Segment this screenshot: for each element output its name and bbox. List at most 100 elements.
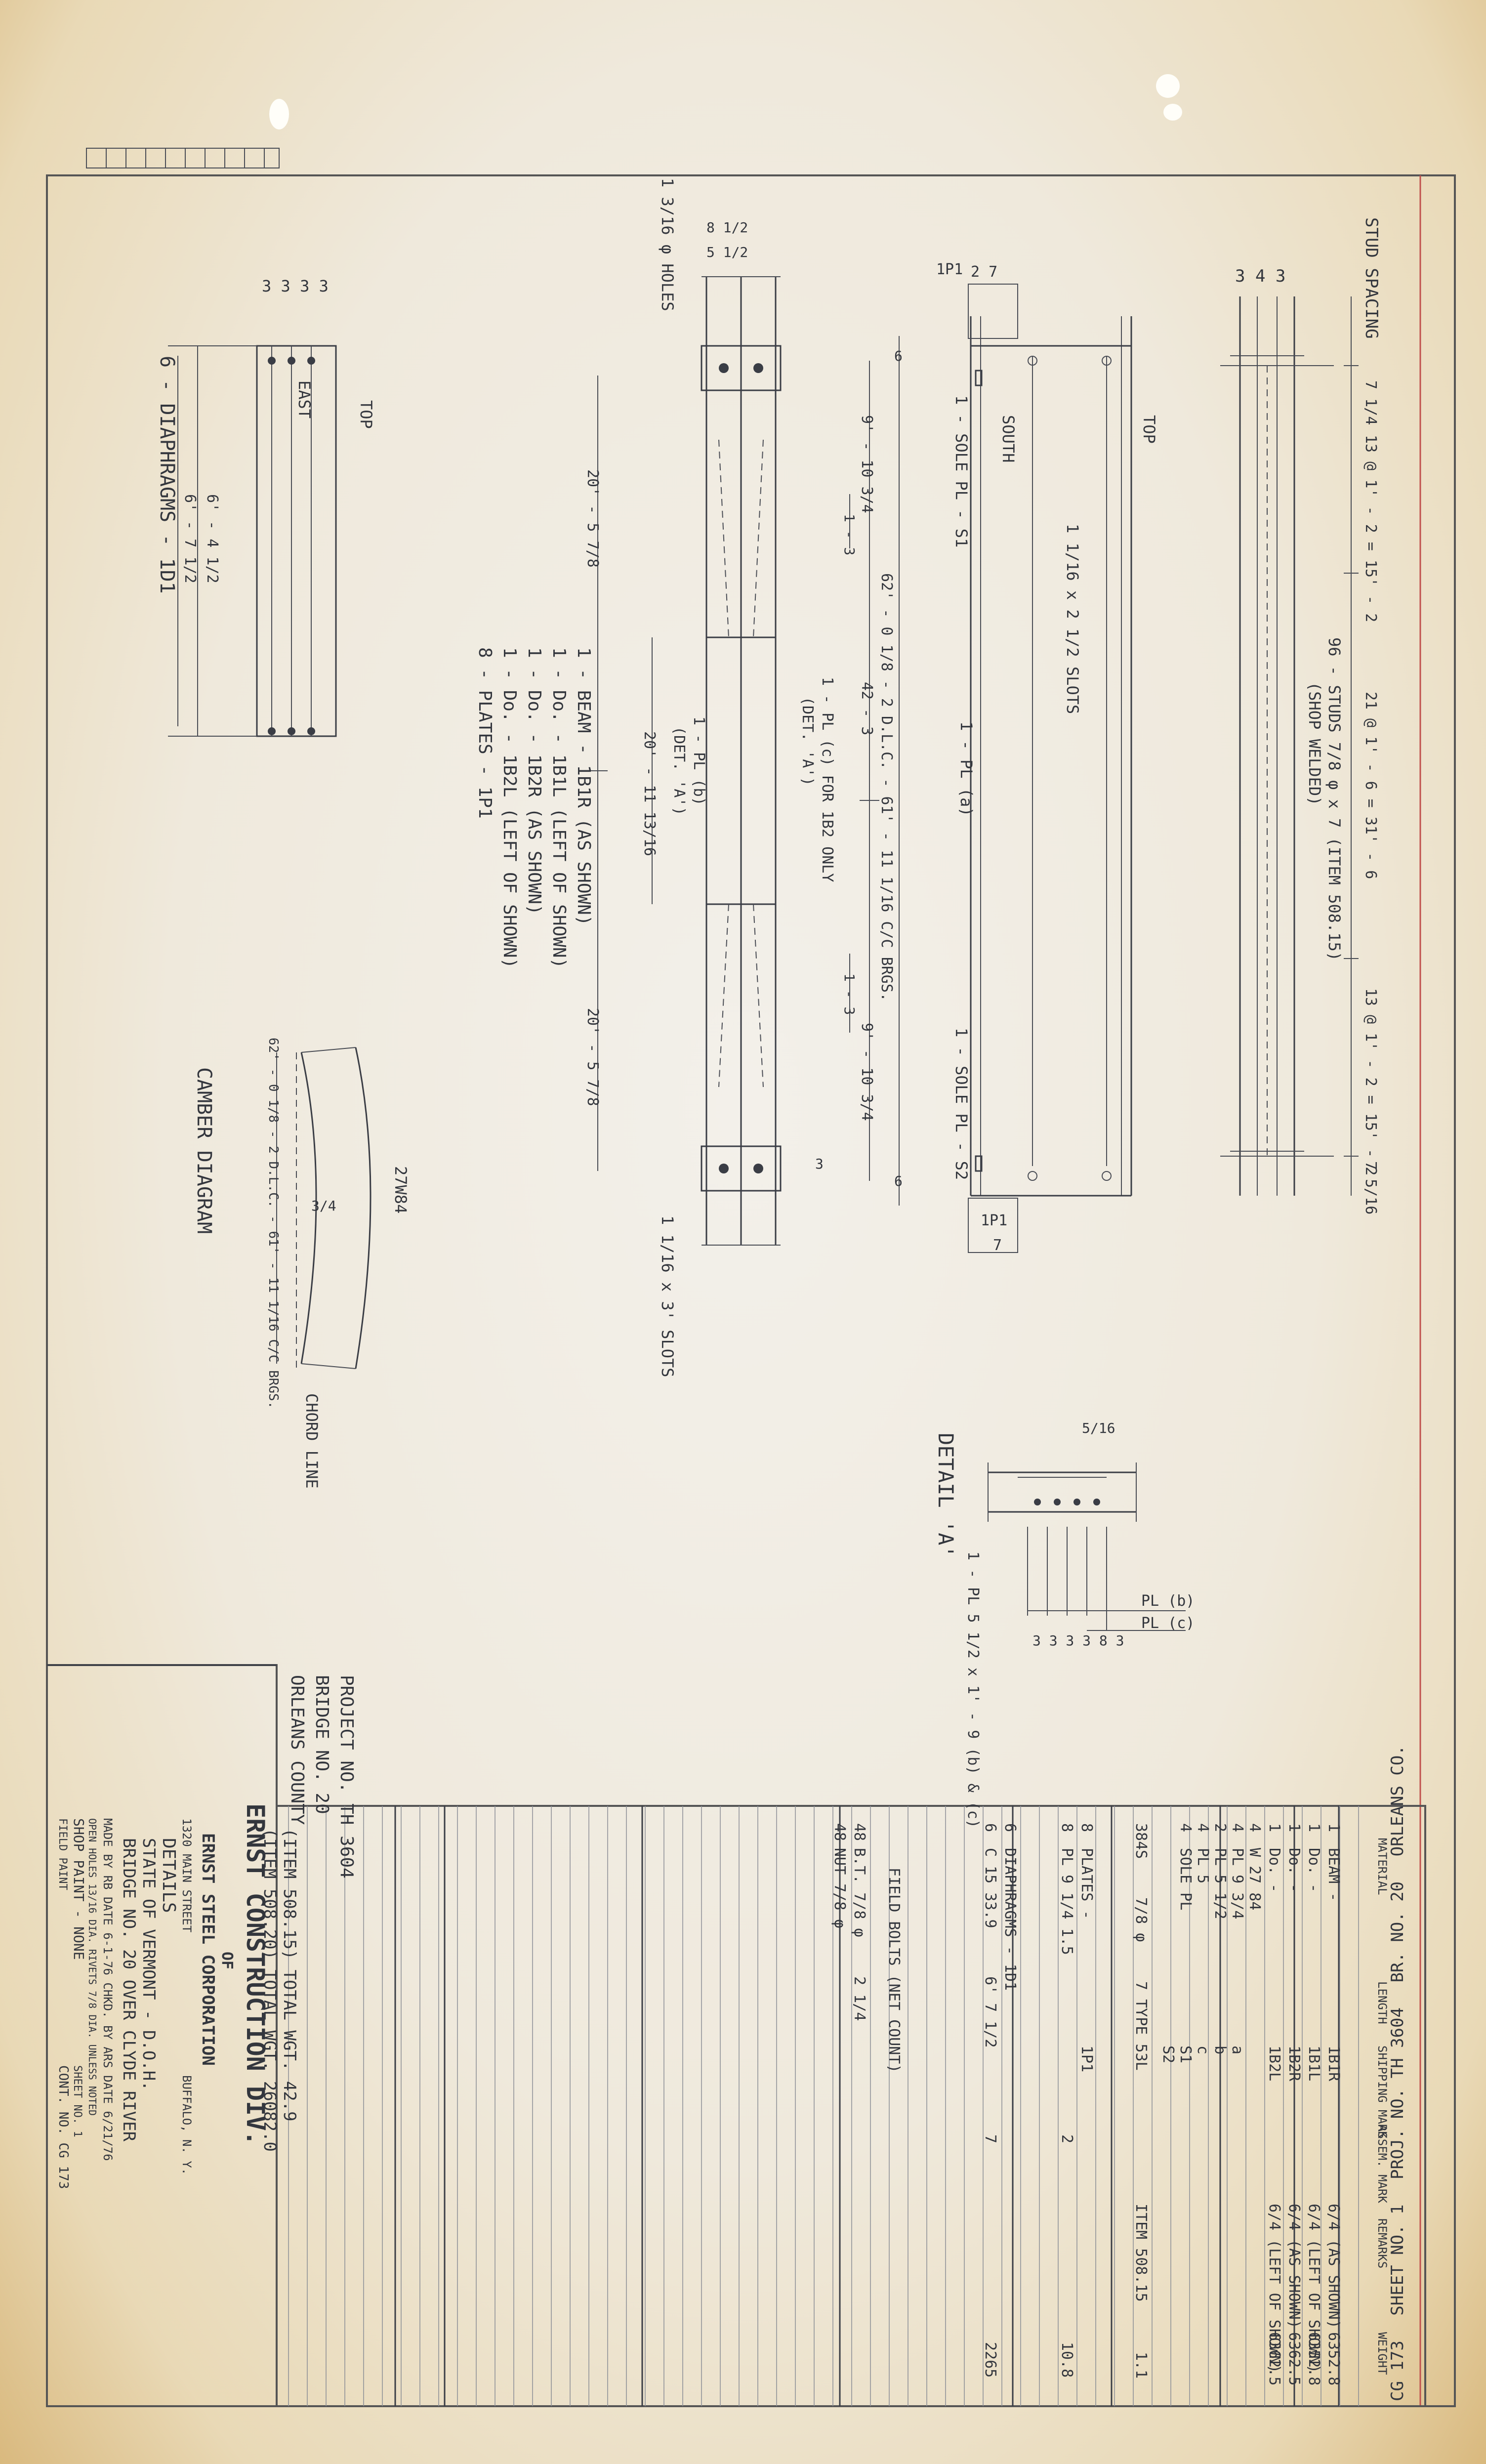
table-row: 1 Do. - 1B2R 6/4 (AS SHOWN) 6362.5 [1285, 1823, 1303, 2385]
flange-dims: 3 4 3 [1235, 266, 1285, 286]
company-address: 1320 MAIN STREET [180, 1818, 194, 1932]
row-remark: 2 [1058, 2134, 1075, 2143]
row-desc: PL 5 1/2 [1211, 1848, 1229, 1920]
row-remark: 6/4 (LEFT OF SHOWN) [1266, 2204, 1283, 2373]
detail-a-note: 1 - PL 5 1/2 x 1' - 9 (b) & (c) [964, 1551, 982, 1828]
row-qty: 1 [1325, 1823, 1342, 1832]
studs-note: 96 - STUDS 7/8 φ x 7 (ITEM 508.15) [1325, 637, 1344, 961]
row-remark: 6/4 (AS SHOWN) [1285, 2204, 1303, 2329]
table-row: 2 PL 5 1/2 b [1211, 1823, 1229, 2054]
row-desc: PL 9 1/4 1.5 [1058, 1848, 1075, 1955]
row-mark: 1B2L [1266, 2046, 1283, 2081]
table-row: 1 BEAM - 1B1R 6/4 (AS SHOWN) 6352.8 [1325, 1823, 1342, 2385]
bill-col-header: REMARKS [1375, 2218, 1389, 2268]
row-desc: PL 9 3/4 [1229, 1848, 1246, 1920]
dim-6-top: 6 [894, 348, 903, 364]
row-weight: 10.8 [1058, 2342, 1075, 2378]
dim-2-7: 2 7 [971, 263, 997, 281]
punch-hole [1156, 74, 1180, 98]
header-proj-no: PROJ. NO. TH 3604 [1388, 2007, 1407, 2179]
shop-welded-note: (SHOP WELDED) [1305, 682, 1324, 805]
row-desc: Do. - [1305, 1848, 1322, 1892]
company-name: ERNST CONSTRUCTION DIV. [241, 1803, 270, 2145]
row-qty: 6 [982, 1823, 999, 1832]
punch-hole [1163, 104, 1182, 121]
pl-b-note: 1 - PL (b) [690, 716, 707, 806]
header-sheet-no: SHEET NO. 1 [1388, 2205, 1407, 2316]
elevation-dimensions [860, 336, 900, 1206]
pl-a-label: 1 - PL (a) [957, 721, 976, 817]
sole-s1-label: 1 - SOLE PL - S1 [952, 395, 971, 547]
bill-total-1: (ITEM 508.15) TOTAL WGT. 42.9 [280, 1828, 299, 2122]
row-desc: NUT 7/8 φ [831, 1848, 848, 1928]
field-paint-line: FIELD PAINT [56, 1818, 69, 1890]
beam-marks-list: 1 - BEAM - 1B1R (AS SHOWN) 1 - Do. - 1B1… [475, 647, 594, 968]
row-remark: 6/4 (LEFT OF SHOWN) [1305, 2204, 1322, 2373]
pl-c-note: 1 - PL (c) FOR 1B2 ONLY [819, 677, 836, 882]
title-block: ERNST CONSTRUCTION DIV. OF ERNST STEEL C… [56, 1803, 270, 2189]
dim-1-3-top: 1 - 3 [841, 514, 858, 555]
row-weight: 6352.8 [1325, 2332, 1342, 2385]
south-label: SOUTH [999, 415, 1018, 462]
bill-col-header: ASSEM. MARK [1375, 2125, 1389, 2203]
stud-dim-4: 13 @ 1' - 2 = 15' - 2 [1362, 988, 1379, 1175]
mark-item: 1 - Do. - 1B2L (LEFT OF SHOWN) [499, 647, 520, 968]
slots-top-label: 1 1/16 x 2 1/2 SLOTS [1063, 524, 1082, 714]
row-qty: 4 [1177, 1823, 1194, 1832]
pl-b-detail: (DET. 'A') [670, 726, 688, 816]
dim-1-3-bottom: 1 - 3 [841, 973, 858, 1015]
slots-bottom-note: 1 1/16 x 3' SLOTS [658, 1215, 677, 1378]
bill-col-header: MATERIAL [1375, 1838, 1389, 1895]
table-row: 1 Do. - 1B1L 6/4 (LEFT OF SHOWN) 6352.8 [1305, 1823, 1322, 2385]
bill-rules [288, 1806, 1359, 2406]
table-row: 8 PL 9 1/4 1.5 2 10.8 [1058, 1823, 1075, 2378]
camber-value: 3/4 [311, 1198, 336, 1214]
table-row: 48 B.T. 7/8 φ 2 1/4 [851, 1823, 868, 2021]
sheet-no-line: SHEET NO. 1 [71, 2065, 83, 2137]
job-line-2: BRIDGE NO. 20 OVER CLYDE RIVER [119, 1838, 139, 2142]
shop-paint-line: SHOP PAINT - NONE [71, 1818, 87, 1960]
dim-5-1-2: 5 1/2 [706, 244, 748, 260]
row-desc: 7/8 φ [1132, 1897, 1150, 1942]
table-row: 8 PLATES - 1P1 [1078, 1823, 1095, 2072]
table-row: 4 PL 5 c [1194, 1823, 1211, 2054]
made-by-line: MADE BY RB DATE 6-1-76 CHKD. BY ARS DATE… [101, 1818, 115, 2161]
dim-6-bottom: 6 [894, 1173, 903, 1189]
stud-dim-1: 7 1/4 [1362, 380, 1379, 425]
stud-spacing-label: STUD SPACING [1362, 217, 1381, 339]
row-desc: FIELD BOLTS (NET COUNT) [885, 1868, 903, 2073]
dim-half-bottom: 20' - 5 7/8 [584, 1008, 601, 1106]
detail-a-weld: 5/16 [1082, 1420, 1115, 1436]
row-mark: 1B1L [1305, 2046, 1322, 2081]
company-city: BUFFALO, N. Y. [180, 2075, 194, 2175]
mark-item: 1 - Do. - 1B1L (LEFT OF SHOWN) [549, 647, 569, 968]
girder-elevation [968, 284, 1132, 1253]
revision-strip [86, 148, 280, 168]
row-remark: 6/4 (AS SHOWN) [1325, 2204, 1342, 2329]
row-desc: PL 5 [1194, 1848, 1211, 1883]
header-county: ORLEANS CO. [1388, 1745, 1407, 1856]
row-desc: PLATES - [1078, 1848, 1095, 1920]
row-desc: C 15 33.9 [982, 1848, 999, 1928]
table-row: S2 [1159, 2046, 1177, 2063]
company-corp: ERNST STEEL CORPORATION [198, 1833, 218, 2066]
bill-total-2: (ITEM 508.20) TOTAL WGT. 26082.0 [260, 1828, 280, 2152]
row-weight: 6362.5 [1266, 2332, 1283, 2385]
holes-line: OPEN HOLES 13/16 DIA. RIVETS 7/8 DIA. UN… [86, 1818, 98, 2116]
row-qty: 8 [1058, 1823, 1075, 1832]
row-mark: S2 [1159, 2046, 1177, 2063]
table-row: 48 NUT 7/8 φ [831, 1823, 848, 1928]
row-qty: 384S [1132, 1823, 1150, 1859]
row-qty: 48 [831, 1823, 848, 1841]
dim-3: 3 [815, 1156, 824, 1172]
row-weight: 6362.5 [1285, 2332, 1303, 2385]
row-qty: 4 [1246, 1823, 1263, 1832]
stud-dimension-line [1344, 296, 1359, 1196]
beam-plan [701, 276, 782, 1246]
diaphragm-east: EAST [295, 380, 314, 418]
pl-c-detail: (DET. 'A') [799, 697, 816, 786]
mark-item: 1 - Do. - 1B2R (AS SHOWN) [524, 647, 544, 915]
detail-a-dims: 3 3 3 3 8 3 [1032, 1632, 1124, 1649]
row-qty: 4 [1194, 1823, 1211, 1832]
